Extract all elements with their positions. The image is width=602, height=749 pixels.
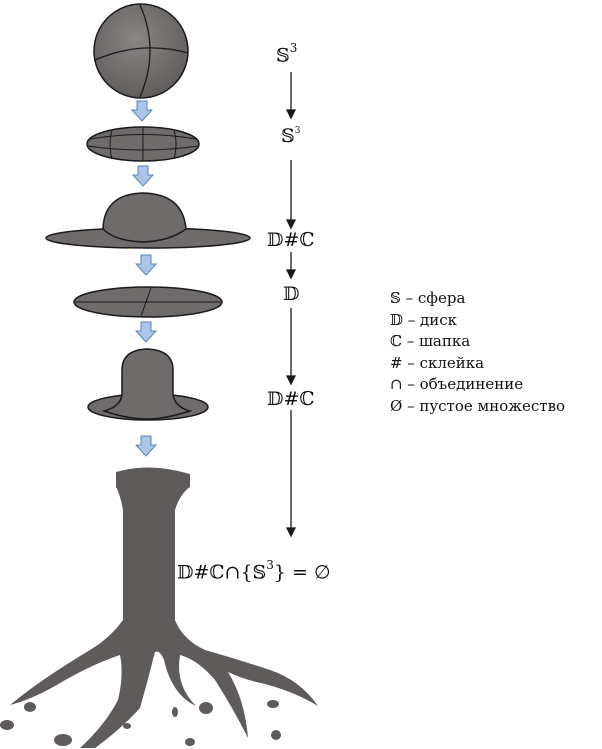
progression-arrows <box>285 72 297 538</box>
label-sphere-s3-base: 𝕊 <box>276 44 290 67</box>
down-arrow-2 <box>131 165 155 187</box>
legend-item-cap: ℂ – шапка <box>390 332 471 350</box>
legend-item-sphere: 𝕊 – сфера <box>390 289 466 307</box>
label-disk-cap-2: 𝔻#ℂ <box>267 388 315 410</box>
down-arrow-3 <box>134 254 158 276</box>
legend-item-gluing: # – склейка <box>390 353 485 372</box>
legend: 𝕊 – сфера 𝔻 – диск ℂ – шапка # – склейка… <box>390 288 565 417</box>
label-sphere-s3: 𝕊3 <box>276 41 298 67</box>
legend-item-union: ∩ – объединение <box>390 375 524 393</box>
down-arrow-5 <box>134 435 158 457</box>
label-sphere-s3-exp: 3 <box>289 41 298 55</box>
down-arrow-4 <box>134 321 158 343</box>
label-disk-cap-1: 𝔻#ℂ <box>267 229 315 251</box>
label-final-equation: 𝔻#ℂ∩{𝕊3} = ∅ <box>177 558 331 584</box>
label-final-equation-exp: 3 <box>266 558 274 572</box>
disk-shape <box>73 286 223 318</box>
label-flattened-s3-base: 𝕊 <box>281 125 295 147</box>
label-disk: 𝔻 <box>283 283 300 305</box>
sphere-shape <box>93 3 189 99</box>
label-flattened-s3: 𝕊3 <box>281 125 300 147</box>
label-final-equation-base: 𝔻#ℂ∩{𝕊 <box>177 561 267 584</box>
legend-item-disk: 𝔻 – диск <box>390 310 458 329</box>
flattened-sphere-shape <box>86 126 200 162</box>
label-flattened-s3-exp: 3 <box>294 125 301 136</box>
label-final-equation-tail: } = ∅ <box>273 561 331 584</box>
root-tree-shape <box>0 467 318 748</box>
disk-with-cap-shape <box>45 192 251 249</box>
legend-item-empty-set: Ø – пустое множество <box>390 396 566 415</box>
down-arrow-1 <box>130 100 154 122</box>
stretched-cap-shape <box>87 348 209 421</box>
